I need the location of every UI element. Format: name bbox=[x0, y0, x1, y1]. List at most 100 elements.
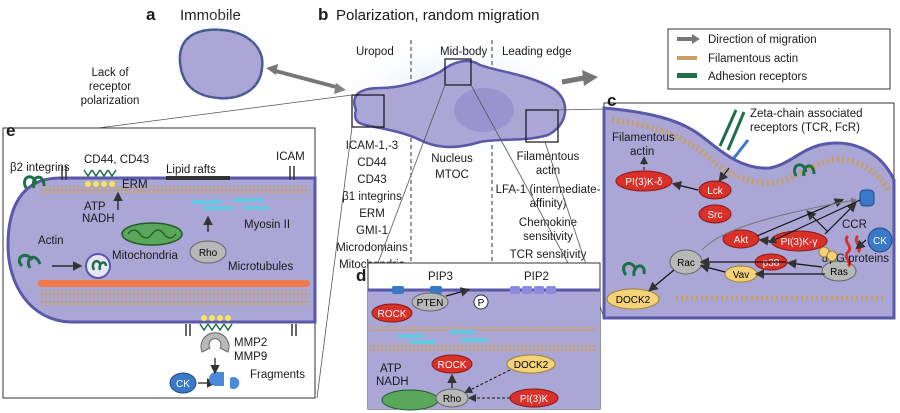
panel-letter-b: b bbox=[318, 5, 328, 24]
panel-a: a Immobile Lack of receptor polarization bbox=[81, 5, 346, 114]
integrin-icon bbox=[17, 253, 42, 269]
cd44-label: CD44, CD43 bbox=[84, 154, 149, 166]
zoom-box-midbody bbox=[444, 58, 472, 86]
rock-node bbox=[431, 354, 473, 374]
ras-node bbox=[821, 260, 857, 282]
receptor-icon bbox=[61, 166, 67, 180]
arrow bbox=[671, 181, 699, 191]
fragments-icon bbox=[209, 372, 240, 389]
actin-band bbox=[370, 345, 596, 351]
rac-label: Rac bbox=[677, 258, 695, 269]
cd44-receptors-icon bbox=[83, 169, 117, 187]
pi3kg-label: PI(3)K-γ bbox=[781, 237, 818, 248]
leading-item: TCR sensitivity bbox=[510, 249, 587, 261]
panel-b: b Polarization, random migration Uropod … bbox=[5, 5, 893, 399]
leading-item: Chemokine bbox=[519, 217, 577, 229]
src-label: Src bbox=[708, 210, 723, 221]
icam-receptor-icon bbox=[289, 166, 295, 180]
zoom-line bbox=[316, 126, 353, 399]
region-uropod: Uropod bbox=[356, 46, 394, 58]
legend-box bbox=[667, 28, 891, 90]
mid-item: Nucleus bbox=[431, 153, 473, 165]
panel-letter-d: d bbox=[356, 266, 366, 285]
rock-label-2: ROCK bbox=[438, 360, 467, 371]
mmp-pacman-icon bbox=[200, 332, 230, 353]
integrin-icon bbox=[793, 163, 816, 177]
migration-arrow-head bbox=[582, 70, 598, 86]
ck-node bbox=[169, 372, 197, 394]
panel-a-note-2: receptor bbox=[89, 81, 131, 93]
vav-label: Vav bbox=[733, 270, 750, 281]
panel-b-title: Polarization, random migration bbox=[336, 7, 539, 24]
integrin-icon bbox=[91, 259, 108, 271]
region-leading-edge: Leading edge bbox=[502, 46, 572, 58]
actin-band bbox=[40, 290, 310, 298]
panel-e: e β2 integrins Actin CD44, CD43 ERM Lipi… bbox=[2, 121, 317, 399]
rock-label: ROCK bbox=[378, 309, 407, 320]
d-atp-label: ATP bbox=[380, 363, 402, 375]
rho-node bbox=[189, 240, 227, 264]
uropod-item: CD44 bbox=[357, 157, 387, 169]
legend-swatch-arrowhead bbox=[692, 34, 700, 44]
integrin-icon bbox=[23, 175, 46, 189]
c-ck-label: CK bbox=[873, 236, 887, 247]
ccr-receptor-icon bbox=[844, 234, 852, 268]
arrow bbox=[718, 167, 730, 182]
actin-band bbox=[40, 186, 310, 194]
myosin-icon bbox=[398, 330, 488, 344]
leading-item: affinity) bbox=[530, 198, 567, 210]
dashed-arrow bbox=[464, 369, 511, 393]
mid-item: MTOC bbox=[435, 169, 469, 181]
src-node bbox=[698, 204, 732, 224]
pi3kd-node bbox=[615, 170, 673, 192]
c-receptor-label-2: receptors (TCR, FcR) bbox=[750, 122, 860, 134]
g-proteins-label: G proteins bbox=[836, 253, 889, 265]
zoom-line bbox=[470, 84, 569, 264]
pip3-label: PIP3 bbox=[428, 271, 453, 283]
d-nadh-label: NADH bbox=[376, 376, 409, 388]
mito-label: Mitochondria bbox=[112, 250, 178, 262]
c-filament-label-2: actin bbox=[630, 146, 654, 158]
arrow bbox=[806, 210, 829, 233]
vesicle-icon bbox=[85, 253, 111, 279]
leading-item: LFA-1 (intermediate- bbox=[496, 184, 601, 196]
zoom-box-uropod bbox=[351, 94, 385, 128]
pten-label: PTEN bbox=[417, 298, 444, 309]
arrow bbox=[648, 269, 675, 292]
actin-band bbox=[370, 326, 596, 332]
uropod-item: β1 integrins bbox=[342, 191, 402, 203]
mmp-receptors-icon bbox=[199, 315, 233, 332]
tcr-receptor-icon bbox=[718, 109, 746, 151]
uropod-item: ICAM-1,-3 bbox=[346, 140, 398, 152]
rho-label: Rho bbox=[199, 248, 218, 259]
myosin-label: Myosin II bbox=[244, 219, 290, 231]
actin-band bbox=[40, 300, 310, 306]
integrin-icon bbox=[622, 261, 646, 277]
c-filament-label: Filamentous bbox=[612, 132, 675, 144]
panel-letter-a: a bbox=[146, 5, 156, 24]
lck-node bbox=[698, 180, 732, 200]
fcr-receptor-icon bbox=[732, 139, 750, 159]
arrow bbox=[824, 202, 857, 235]
region-midbody: Mid-body bbox=[440, 46, 488, 58]
icam-label: ICAM bbox=[276, 151, 305, 163]
d-dock2-label: DOCK2 bbox=[514, 360, 549, 371]
akt-label: Akt bbox=[734, 235, 749, 246]
lck-label: Lck bbox=[707, 186, 724, 197]
uropod-item: ERM bbox=[359, 208, 385, 220]
leading-item: Filamentous bbox=[517, 151, 580, 163]
mmp-label: MMP9 bbox=[234, 351, 267, 363]
arrow bbox=[855, 239, 867, 250]
arrow bbox=[701, 197, 857, 251]
panel-a-note-1: Lack of bbox=[91, 67, 129, 79]
ras-label: Ras bbox=[830, 267, 848, 278]
panel-letter-c: c bbox=[607, 91, 616, 110]
mmp-label: MMP2 bbox=[234, 337, 267, 349]
legend: Direction of migration Filamentous actin… bbox=[667, 28, 891, 90]
d-pi3k-label: PI(3)K bbox=[520, 394, 549, 405]
nadh-label: NADH bbox=[82, 213, 115, 225]
lipid-rafts-label: Lipid rafts bbox=[166, 164, 216, 176]
panel-letter-e: e bbox=[6, 121, 15, 140]
pip-heads-icon bbox=[392, 286, 556, 294]
zoom-line bbox=[377, 84, 446, 264]
